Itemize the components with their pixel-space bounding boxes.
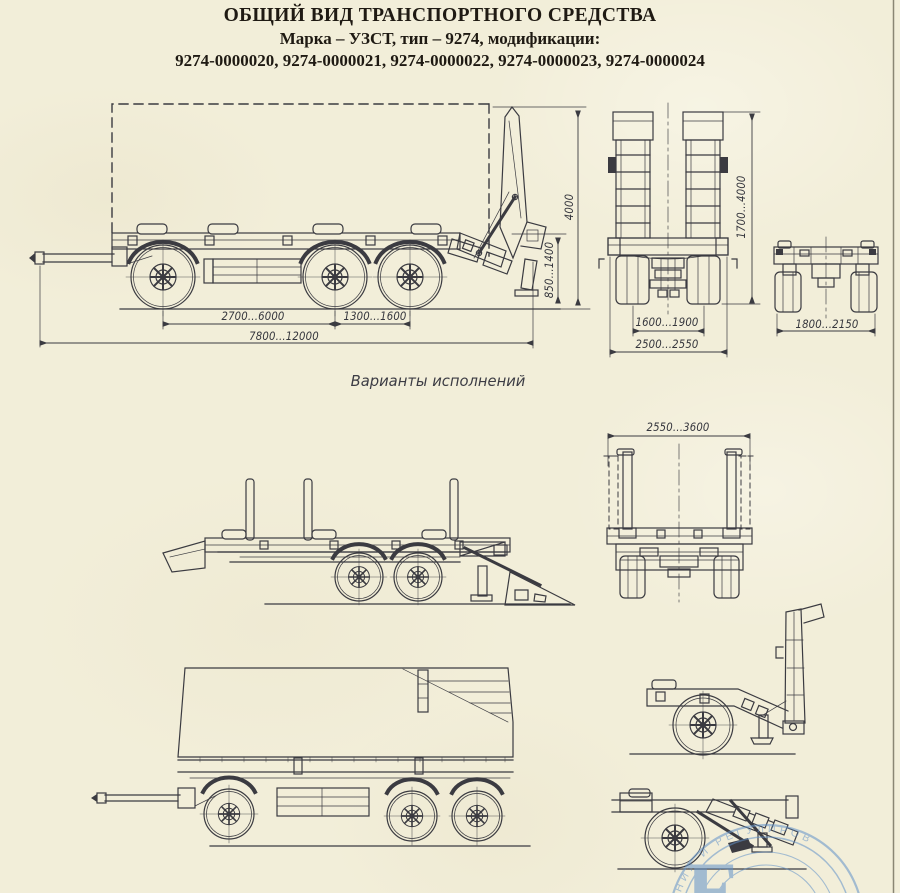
document-subtitle: Марка – УЗСТ, тип – 9274, модификации: — [279, 29, 601, 48]
dim-front-width: 1800...2150 — [795, 317, 859, 331]
toolbox — [276, 787, 370, 817]
dim-front-axle-to-bogie: 2700...6000 — [221, 309, 285, 323]
drawing-rear-detail-ramp-down — [611, 788, 807, 873]
drawing-rear-view-ramps-up — [598, 102, 761, 358]
drawbar — [42, 253, 115, 263]
drawing-timber-rear-view — [603, 433, 756, 603]
document-title: ОБЩИЙ ВИД ТРАНСПОРТНОГО СРЕДСТВА — [223, 5, 657, 26]
ramp-lowered — [705, 798, 799, 846]
front-wheel-right — [850, 271, 878, 313]
ramp-raised — [784, 608, 806, 724]
drawing-front-view — [773, 236, 879, 337]
hydraulic-cylinder — [476, 194, 518, 256]
wheels-right — [713, 555, 740, 599]
dim-timber-bunk-width: 2550...3600 — [646, 420, 710, 434]
drawing-rear-detail-ramp-up — [629, 603, 825, 760]
ramp-arm — [462, 545, 543, 588]
modifications-list: 9274-0000020, 9274-0000021, 9274-0000022… — [175, 51, 705, 70]
dim-ramp-height: 1700...4000 — [734, 175, 748, 239]
timber-stake-2 — [303, 478, 313, 541]
title-block: ОБЩИЙ ВИД ТРАНСПОРТНОГО СРЕДСТВА Марка –… — [0, 5, 880, 71]
timber-stake-3 — [449, 478, 459, 541]
body-outline-dashed — [111, 103, 490, 233]
drawbar — [104, 794, 181, 802]
rear-wheels-right — [686, 255, 721, 305]
ramp-mast — [499, 105, 528, 260]
drawing-side-view-ramp-up — [29, 103, 591, 349]
drawing-timber-side-view — [162, 478, 576, 606]
stamp-letter: Е — [686, 845, 741, 893]
dim-rear-track: 1600...1900 — [635, 315, 699, 329]
approval-stamp: Е НИЯ И РЕГУЛИРОВ — [672, 823, 860, 893]
dim-platform-height: 850...1400 — [542, 241, 556, 299]
tarpaulin-body — [177, 667, 514, 758]
dim-overall-length: 7800...12000 — [249, 329, 319, 343]
dim-overall-height: 4000 — [562, 193, 576, 221]
bunk-stake-left — [622, 451, 633, 530]
rear-wheels-left — [615, 255, 650, 305]
timber-stake-1 — [245, 478, 255, 541]
bunk-stake-right — [726, 451, 737, 530]
variants-caption: Варианты исполнений — [350, 372, 526, 390]
ramp-wedge — [504, 571, 576, 606]
dim-bogie-axle-spacing: 1300...1600 — [343, 309, 407, 323]
support-leg — [520, 258, 538, 291]
wheels-left — [619, 555, 646, 599]
drawing-tent-side-view — [91, 667, 531, 847]
dim-overall-width-rear: 2500...2550 — [635, 337, 699, 351]
front-wheel-left — [774, 271, 802, 313]
